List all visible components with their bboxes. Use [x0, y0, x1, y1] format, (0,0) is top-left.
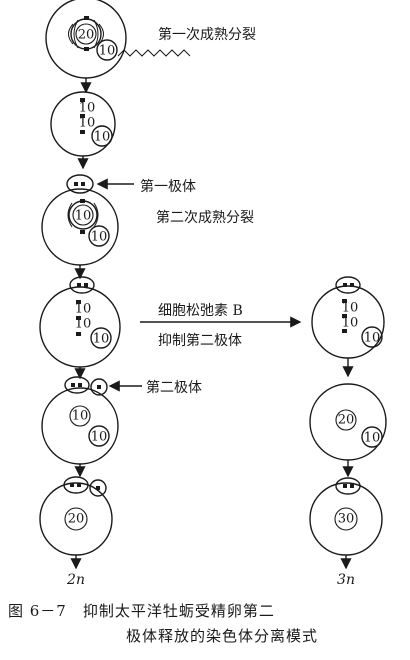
- first-polar-body: [66, 174, 94, 194]
- label-cytochalasin: 细胞松弛素 B: [158, 303, 243, 319]
- cell-4-count-b: 10: [75, 317, 92, 332]
- cell-2-count-a: 10: [79, 101, 96, 116]
- right-cell-1-count-b: 10: [342, 316, 359, 331]
- figure-caption-line2: 极体释放的染色体分离模式: [126, 627, 319, 645]
- result-right: 3n: [337, 572, 355, 588]
- cell-3-polar-count: 10: [91, 230, 108, 245]
- chromosome-marks: [70, 16, 354, 490]
- cell-3-spindle: [67, 202, 99, 228]
- right-cell-1-polar-count: 10: [364, 331, 381, 346]
- label-first-polar-body: 第一极体: [140, 179, 196, 195]
- cell-3-nucleus-count: 10: [75, 209, 92, 224]
- cell-4-polar-count: 10: [93, 332, 110, 347]
- cell-6-count: 20: [68, 512, 85, 527]
- label-second-polar-body: 第二极体: [146, 380, 202, 396]
- label-inhibit-second: 抑制第二极体: [158, 333, 242, 349]
- label-first-meiosis: 第一次成熟分裂: [158, 27, 256, 43]
- cell-4-count-a: 10: [75, 302, 92, 317]
- cell-5-polar-count: 10: [91, 430, 108, 445]
- label-second-meiosis: 第二次成熟分裂: [156, 210, 254, 226]
- polar-body-1-left: [64, 376, 90, 394]
- right-cell-3-count: 30: [338, 512, 355, 527]
- sperm-tail: [117, 49, 191, 57]
- result-left: 2n: [66, 572, 85, 588]
- right-cell-2-count: 20: [338, 413, 355, 428]
- second-polar-body: [90, 378, 108, 396]
- cell-1-polar-count: 10: [99, 44, 116, 59]
- figure-caption-line1: 图 6－7 抑制太平洋牡蛎受精卵第二: [8, 602, 275, 620]
- cell-2-polar-count: 10: [94, 130, 111, 145]
- right-cell-1-count-a: 10: [342, 301, 359, 316]
- cell-5-count: 10: [72, 409, 89, 424]
- cell-1-nucleus-count: 20: [78, 28, 95, 43]
- right-cell-2-polar-count: 10: [364, 431, 381, 446]
- cell-2-count-b: 10: [79, 116, 96, 131]
- cell-1-spindle: [68, 19, 104, 49]
